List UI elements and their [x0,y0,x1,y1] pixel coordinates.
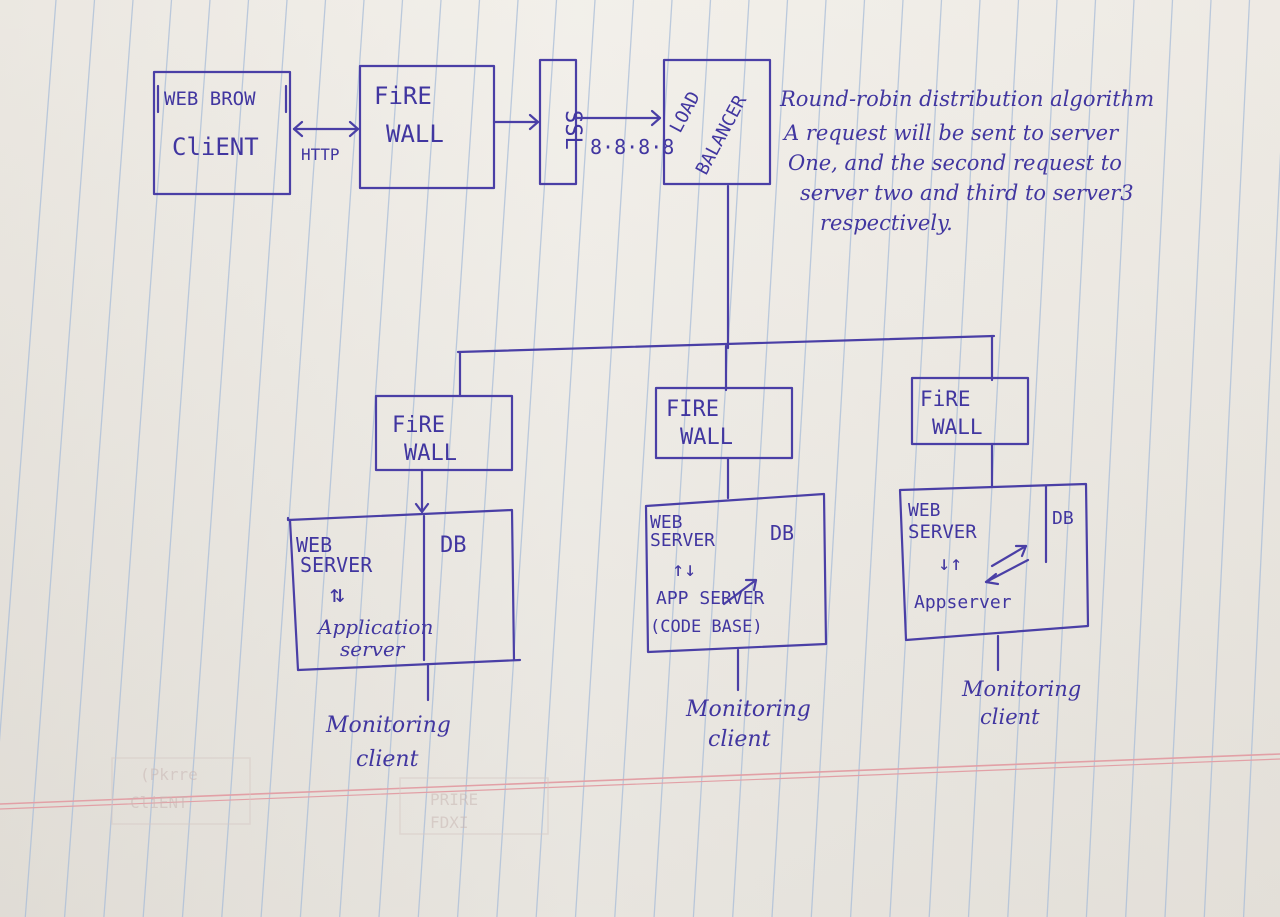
firewall-to-ssl-arrow [492,113,540,131]
branch2-firewall-line1: FIRE [666,397,719,422]
branch1-server-box [286,508,516,662]
branch2-server-box [644,492,828,654]
rule-line [260,0,327,917]
client-box: WEB BROW CliENT [152,70,292,196]
branch1-db-label: DB [440,533,467,558]
branch2-firewall-line2: WALL [680,425,733,450]
note-line4: server two and third to server3 [800,181,1134,205]
branch3-monitoring-line2: client [980,705,1040,729]
rule-line [849,0,904,917]
load-balancer-line1: LOAD [666,88,705,136]
note-line5: respectively. [820,211,953,235]
branch2-monitoring-line1: Monitoring [685,697,811,722]
rule-line [1242,151,1280,917]
rule-line [771,0,827,917]
branch3-web-server-line2: SERVER [908,521,977,543]
branch1-firewall-line1: FiRE [392,413,445,438]
rule-line [456,0,519,917]
rule-line [496,0,558,917]
branch3-arrows-icon: ↓↑ [938,551,962,575]
top-firewall-line2: WALL [386,120,444,148]
ip-address-label: 8·8·8·8 [590,135,674,159]
rule-line [574,0,635,917]
branch3-app-server-label: Appserver [914,592,1012,613]
rule-line [378,0,442,917]
branch1-monitoring-line1: Monitoring [325,713,451,738]
http-label: HTTP [301,145,340,164]
round-robin-note: Round-robin distribution algorithm A req… [779,87,1154,235]
top-firewall-line1: FiRE [374,82,432,110]
ssl-label: SSL [560,110,585,150]
branch3-firewall-line1: FiRE [920,387,971,411]
branch2-web-server-line2: SERVER [650,530,715,551]
branch2-app-server-line2: (CODE BASE) [650,617,763,637]
branch2-db-label: DB [770,521,794,545]
branch3-web-server-line1: WEB [908,500,941,521]
rule-line [417,0,481,917]
branch3: FiRE WALL WEB SERVER ↓↑ DB Appserver Mon… [898,376,1090,729]
branch3-firewall-box [910,376,1030,446]
branch1: FiRE WALL WEB SERVER ⇅ DB Application se… [286,394,522,772]
rule-line [24,0,96,917]
rule-line [535,0,596,917]
rule-line [1125,0,1174,917]
branch1-monitoring-line2: client [356,747,419,772]
ssl-box: SSL [538,58,585,186]
svg-text:PRIRE: PRIRE [430,790,478,809]
branch2: FIRE WALL WEB SERVER ↑↓ DB APP SERVER (C… [644,386,828,752]
rule-line [889,0,943,917]
branch3-db-label: DB [1052,508,1074,529]
note-line1: Round-robin distribution algorithm [779,87,1154,111]
client-label-line2: CliENT [172,133,259,161]
branch1-web-server-line2: SERVER [300,553,373,577]
branch2-firewall-box [654,386,794,460]
client-label-line1: WEB BROW [164,88,256,110]
branch3-monitoring-line1: Monitoring [961,677,1081,701]
rule-line [299,0,365,917]
rule-line [63,0,134,917]
svg-text:(Pkrre: (Pkrre [140,765,198,784]
erased-writing: (Pkrre CliENT PRIRE FDXI [111,757,549,835]
rule-line [967,0,1020,917]
ssl-to-loadbalancer-arrow: 8·8·8·8 [574,109,674,159]
rule-line [142,0,211,917]
http-connection: HTTP [292,120,360,164]
branch1-web-server-line1: WEB [296,533,332,557]
rule-line [928,0,981,917]
branch2-monitoring-line2: client [708,727,771,752]
load-balancer-box: LOAD BALANCER [662,58,772,186]
rule-line [614,0,673,917]
branch1-firewall-box [374,394,514,472]
branch2-arrows-icon: ↑↓ [672,557,696,581]
rule-line [339,0,404,917]
rule-line [1046,0,1097,917]
branch2-app-server-line1: APP SERVER [656,588,765,609]
svg-text:CliENT: CliENT [130,793,188,812]
distribution-lines [456,184,996,398]
note-line2: A request will be sent to server [782,121,1120,145]
note-line3: One, and the second request to [788,151,1122,175]
rule-line [221,0,288,917]
branch3-server-box [898,482,1090,642]
branch1-arrows-icon: ⇅ [330,580,344,608]
rule-line [1085,0,1135,917]
rule-line [810,0,866,917]
rule-line [0,0,57,743]
rule-line [1203,0,1251,917]
branch1-app-server-line1: Application [316,615,433,639]
rule-line [103,0,173,917]
rule-line [1164,0,1212,917]
branch1-firewall-line2: WALL [404,441,457,466]
rule-line [181,0,250,917]
branch3-firewall-line2: WALL [932,415,983,439]
svg-text:FDXI: FDXI [430,813,469,832]
branch1-app-server-line2: server [340,637,406,661]
top-firewall-box: FiRE WALL [358,64,496,190]
margin-line [0,753,1280,810]
branch2-web-server-line1: WEB [650,512,683,533]
